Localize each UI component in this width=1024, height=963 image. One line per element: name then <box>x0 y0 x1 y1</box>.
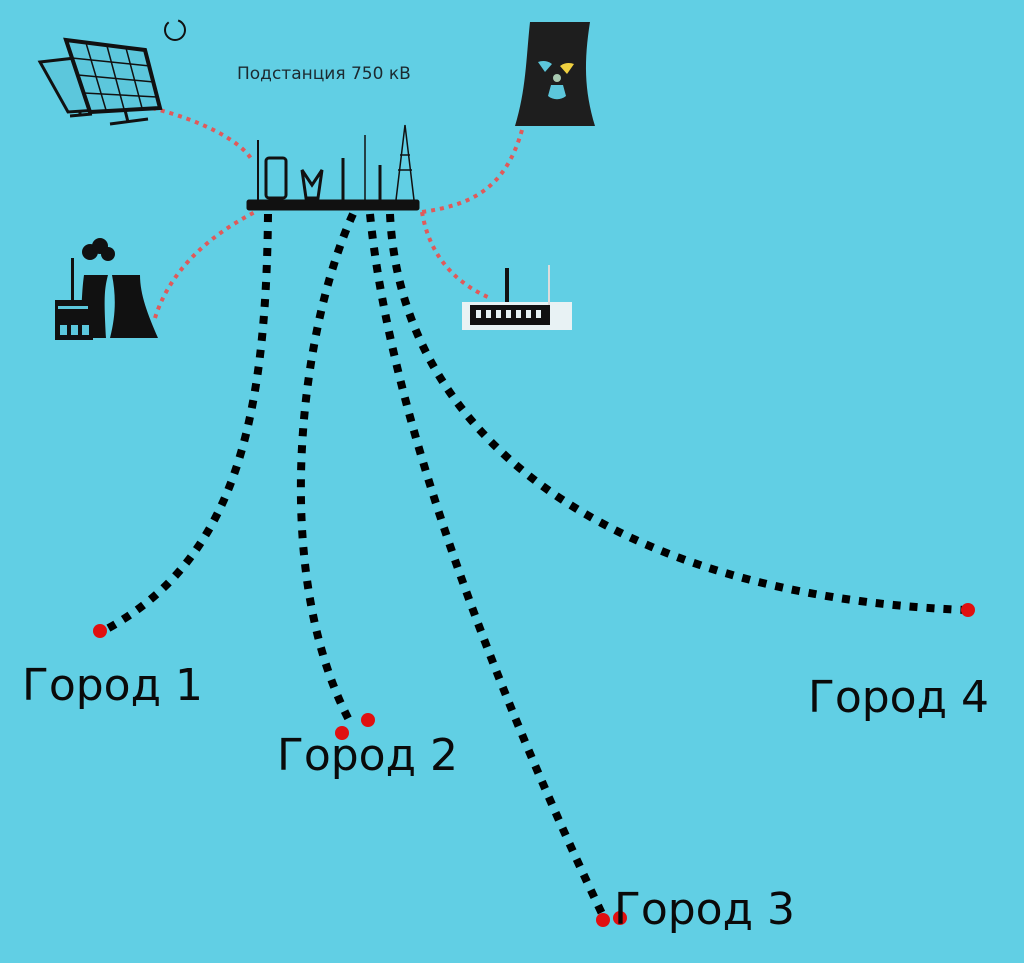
nuclear-plant-icon <box>515 22 595 126</box>
city-2-dot <box>335 726 349 740</box>
thermal-plant-icon <box>55 238 158 340</box>
city-2-label: Город 2 <box>277 730 459 781</box>
city-1-label: Город 1 <box>22 660 204 711</box>
city-1-dot <box>93 624 107 638</box>
feed-lines <box>151 106 524 319</box>
factory-icon <box>462 265 572 330</box>
city-3-dot <box>596 913 610 927</box>
city-3-dot-b <box>613 911 627 925</box>
transmission-lines <box>103 212 966 922</box>
line-to-city-3 <box>366 213 609 922</box>
city-3-label: Город 3 <box>614 884 796 935</box>
line-to-city-4 <box>386 213 966 614</box>
feed-line-factory <box>420 211 491 300</box>
feed-line-thermal <box>153 210 256 319</box>
city-2-dot-b <box>361 713 375 727</box>
feed-line-solar <box>151 106 254 162</box>
solar-panel-icon <box>37 19 186 126</box>
city-4-dot <box>961 603 975 617</box>
city-dots <box>93 603 975 927</box>
feed-line-nuclear <box>421 129 524 214</box>
city-4-label: Город 4 <box>808 672 990 723</box>
substation-icon <box>246 124 420 211</box>
line-to-city-1 <box>103 213 272 634</box>
line-to-city-2 <box>296 212 357 724</box>
substation-title: Подстанция 750 кВ <box>237 64 411 84</box>
